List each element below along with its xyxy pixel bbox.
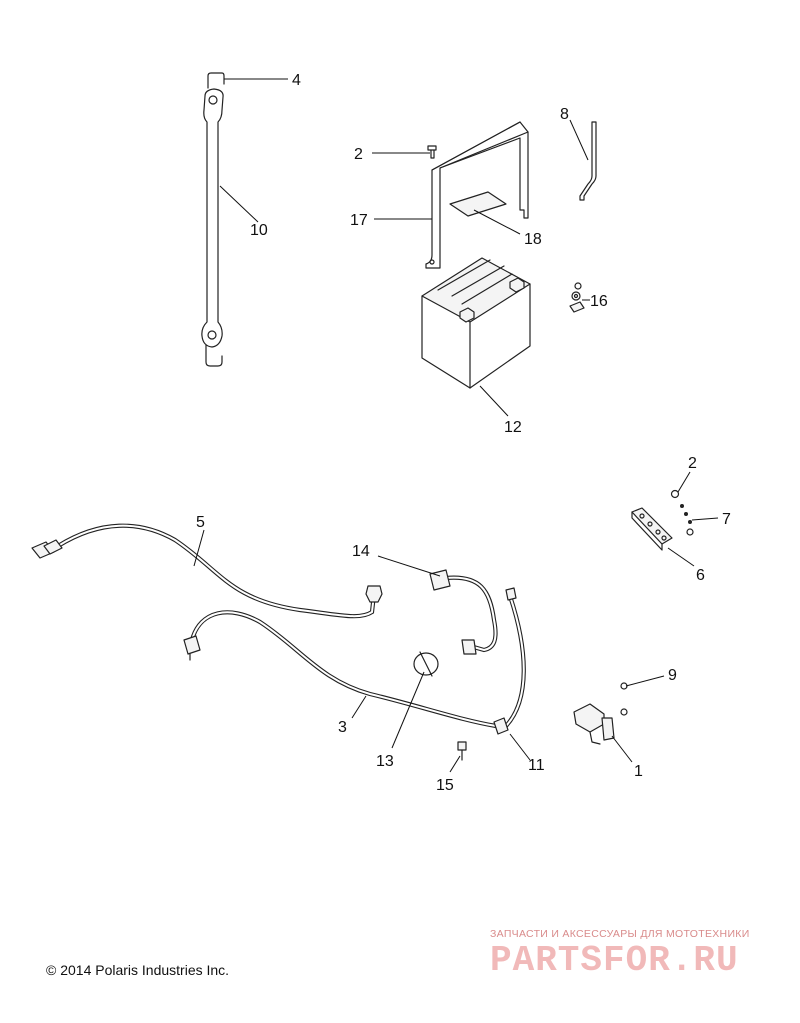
callout-16: 16	[590, 293, 608, 310]
callout-2-top: 2	[354, 146, 363, 163]
leader-lines	[193, 78, 719, 773]
part-3-cable	[183, 610, 499, 729]
part-1-switch	[573, 703, 615, 745]
copyright-text: © 2014 Polaris Industries Inc.	[46, 962, 230, 978]
callout-17: 17	[350, 212, 368, 229]
part-10-strap	[201, 72, 225, 367]
part-7-nuts	[670, 489, 694, 536]
part-15-pin	[457, 741, 467, 761]
callout-7: 7	[722, 511, 731, 528]
callout-10: 10	[250, 222, 268, 239]
callout-14: 14	[352, 543, 370, 560]
callout-2-right: 2	[688, 455, 697, 472]
part-17-bracket	[425, 121, 529, 269]
part-13-ring	[413, 651, 439, 677]
part-11-cable	[493, 587, 526, 735]
callout-11: 11	[528, 757, 545, 774]
callout-9: 9	[668, 667, 677, 684]
callout-13: 13	[376, 753, 394, 770]
part-18-pad	[449, 191, 507, 217]
callout-3: 3	[338, 719, 347, 736]
part-9-screw	[620, 682, 628, 716]
part-16-hardware	[569, 282, 585, 313]
callout-8: 8	[560, 106, 569, 123]
watermark-tagline: ЗАПЧАСТИ И АКСЕССУАРЫ ДЛЯ МОТОТЕХНИКИ	[490, 928, 750, 940]
callout-15: 15	[436, 777, 454, 794]
part-2-bolt-top	[427, 145, 437, 159]
callout-18: 18	[524, 231, 542, 248]
callout-6: 6	[696, 567, 705, 584]
part-12-battery	[421, 257, 531, 389]
callout-12: 12	[504, 419, 522, 436]
watermark-logo: PARTSFOR.RU	[490, 940, 739, 981]
callout-1: 1	[634, 763, 643, 780]
callout-labels: 4 10 2 17 18 8 16 12 2 7 6 5 14 3 13 9 1…	[196, 72, 731, 794]
callout-5: 5	[196, 514, 205, 531]
part-6-terminal-block	[631, 507, 673, 551]
part-14-cable	[429, 569, 498, 655]
part-8-rod	[579, 121, 597, 201]
callout-4: 4	[292, 72, 301, 89]
part-5-cable	[31, 523, 383, 619]
